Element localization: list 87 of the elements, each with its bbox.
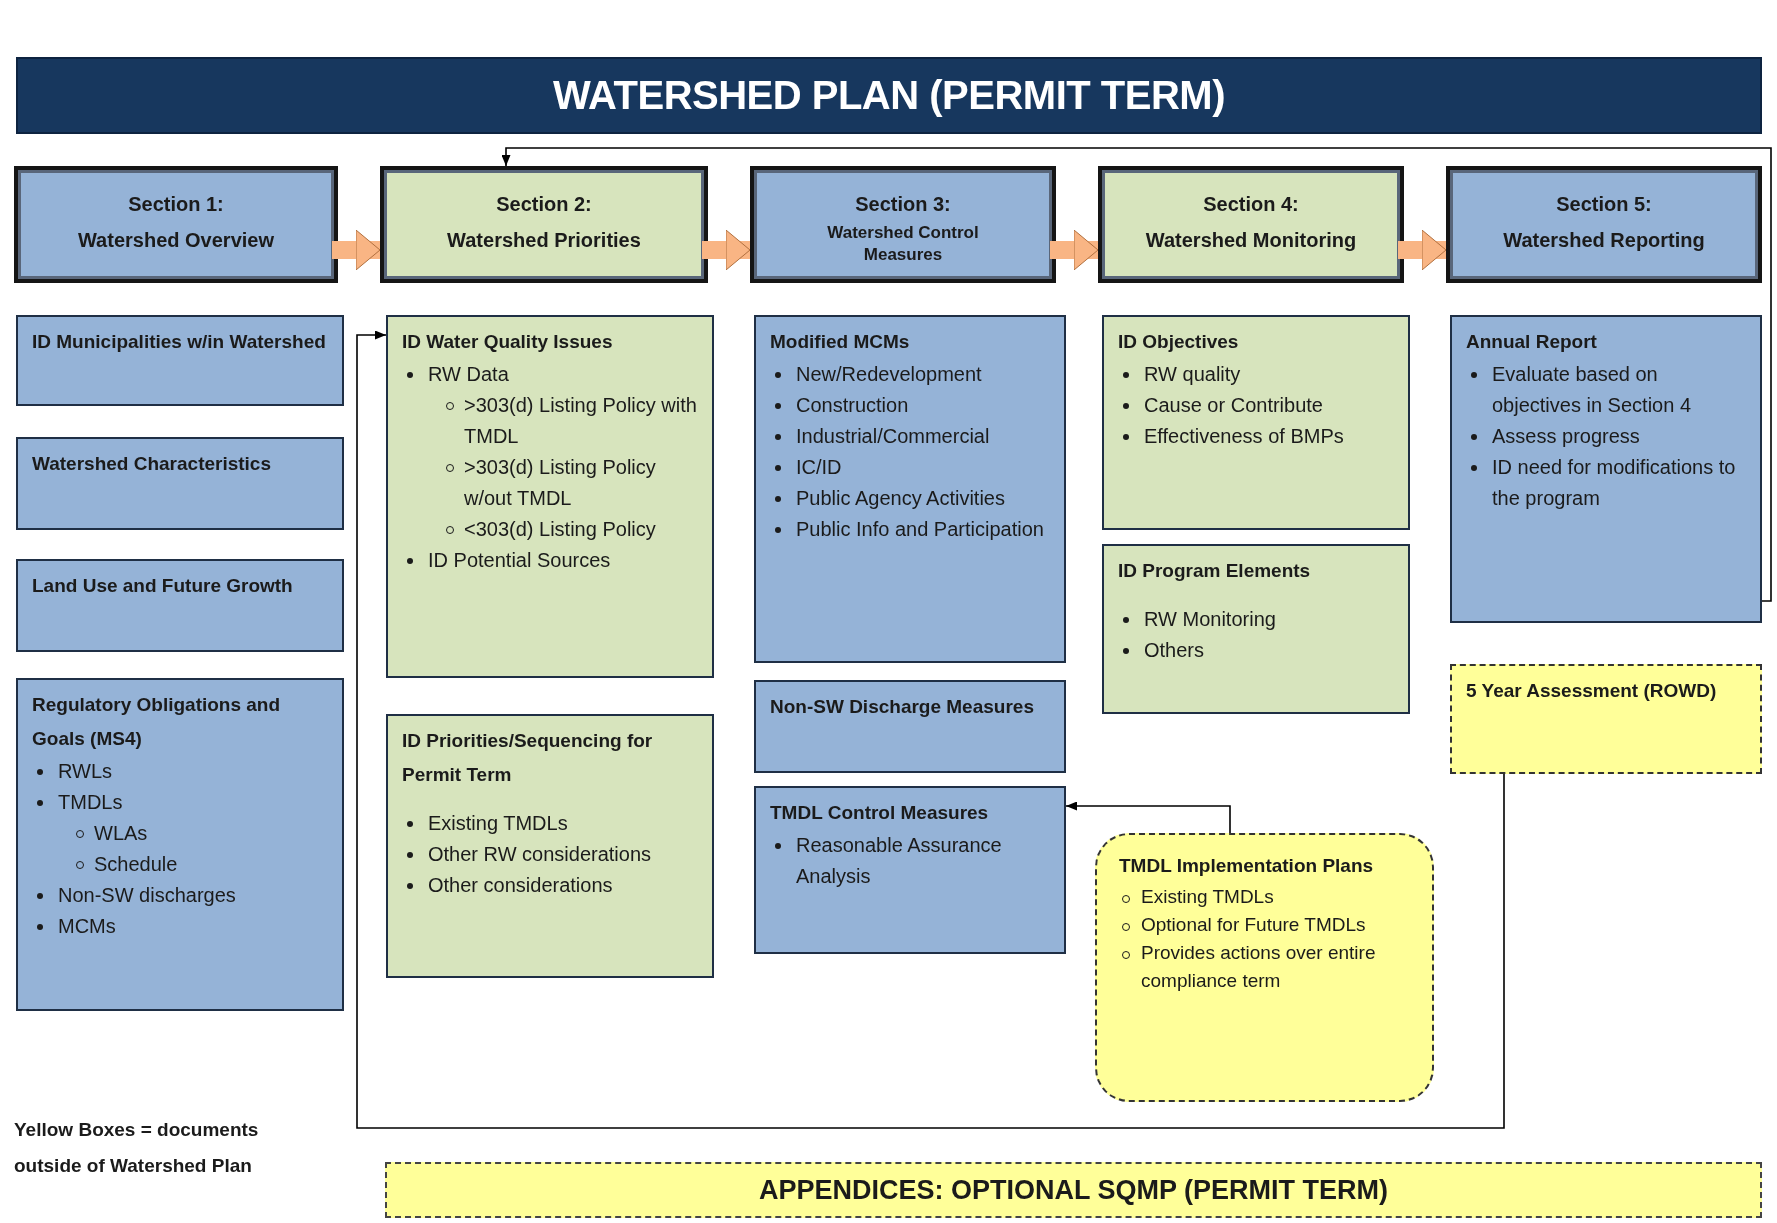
bullet-item: Cause or Contribute [1118, 390, 1394, 421]
box-heading: Land Use and Future Growth [32, 574, 294, 598]
bullet-item: Schedule [32, 849, 328, 880]
section-number: Section 5: [1556, 192, 1652, 217]
box-heading: ID Water Quality Issues [402, 330, 614, 354]
process-box [16, 437, 344, 530]
section-box [1098, 166, 1404, 283]
bullet-item: Effectiveness of BMPs [1118, 421, 1394, 452]
bullet-item: ID need for modifications to the program [1466, 452, 1746, 514]
bullet-item: RW quality [1118, 359, 1394, 390]
bullet-item: RWLs [32, 756, 328, 787]
bullet-item: IC/ID [770, 452, 1050, 483]
box-heading: TMDL Implementation Plans [1119, 854, 1375, 878]
process-box [754, 680, 1066, 773]
bullet-item: ID Potential Sources [402, 545, 698, 576]
block-arrow [1050, 229, 1099, 271]
box-heading: Modified MCMs [770, 330, 911, 354]
box-heading: Regulatory Obligations and Goals (MS4) [32, 693, 282, 751]
section-number: Section 4: [1203, 192, 1299, 217]
connector-arrow [356, 330, 1505, 1129]
section-number: Section 2: [496, 192, 592, 217]
connector-arrow [501, 147, 1772, 602]
bullet-item: Other RW considerations [402, 839, 698, 870]
title-banner [16, 57, 1762, 134]
process-box [754, 786, 1066, 954]
section-box [380, 166, 708, 283]
section-title: Watershed Overview [78, 228, 274, 253]
box-heading: Non-SW Discharge Measures [770, 695, 1035, 719]
box-heading: Watershed Characteristics [32, 452, 272, 476]
section-box [750, 166, 1056, 283]
bullet-item: RW Monitoring [1118, 604, 1394, 635]
process-box [386, 315, 714, 678]
bullet-item: Assess progress [1466, 421, 1746, 452]
bullet-item: Construction [770, 390, 1050, 421]
block-arrow [702, 229, 751, 271]
bullet-item: Provides actions over entire compliance term [1119, 939, 1410, 995]
bullet-item: Public Agency Activities [770, 483, 1050, 514]
box-heading: ID Municipalities w/in Watershed [32, 330, 327, 354]
process-box [386, 714, 714, 978]
bullet-item: New/Redevelopment [770, 359, 1050, 390]
section-number: Section 1: [128, 192, 224, 217]
legend-note: Yellow Boxes = documents outside of Watershed Plan [14, 1118, 260, 1178]
section-title: Watershed Control Measures [826, 222, 980, 266]
bullet-item: Reasonable Assurance Analysis [770, 830, 1050, 892]
bullet-item: Others [1118, 635, 1394, 666]
block-arrow [1398, 229, 1447, 271]
section-title: Watershed Reporting [1503, 228, 1705, 253]
box-heading: Annual Report [1466, 330, 1598, 354]
appendix-banner [385, 1162, 1762, 1218]
process-box [1102, 315, 1410, 530]
bullet-item: Non-SW discharges [32, 880, 328, 911]
process-box [16, 559, 344, 652]
bullet-item: TMDLs [32, 787, 328, 818]
bullet-item: Optional for Future TMDLs [1119, 911, 1410, 939]
section-title: Watershed Priorities [447, 228, 641, 253]
section-box [1446, 166, 1762, 283]
box-heading: TMDL Control Measures [770, 801, 990, 825]
section-title: Watershed Monitoring [1145, 228, 1357, 253]
block-arrow [332, 229, 381, 271]
box-heading: 5 Year Assessment (ROWD) [1466, 679, 1718, 703]
process-box [16, 315, 344, 406]
bullet-item: RW Data [402, 359, 698, 390]
process-box [16, 678, 344, 1011]
bullet-item: Public Info and Participation [770, 514, 1050, 545]
bullet-item: >303(d) Listing Policy w/out TMDL [402, 452, 698, 514]
box-heading: ID Priorities/Sequencing for Permit Term [402, 729, 654, 787]
bullet-item: <303(d) Listing Policy [402, 514, 698, 545]
connector-arrow [1065, 801, 1231, 834]
bullet-item: Existing TMDLs [1119, 883, 1410, 911]
bullet-item: WLAs [32, 818, 328, 849]
bullet-item: MCMs [32, 911, 328, 942]
box-heading: ID Objectives [1118, 330, 1240, 354]
section-number: Section 3: [855, 192, 951, 217]
process-box [1102, 544, 1410, 714]
process-box [754, 315, 1066, 663]
box-heading: ID Program Elements [1118, 559, 1312, 583]
bullet-item: Evaluate based on objectives in Section 4 [1466, 359, 1746, 421]
document-box [1095, 833, 1434, 1102]
section-box [14, 166, 338, 283]
bullet-item: >303(d) Listing Policy with TMDL [402, 390, 698, 452]
bullet-item: Industrial/Commercial [770, 421, 1050, 452]
process-box [1450, 315, 1762, 623]
bullet-item: Existing TMDLs [402, 808, 698, 839]
banner-title: APPENDICES: OPTIONAL SQMP (PERMIT TERM) [758, 1174, 1388, 1206]
bullet-item: Other considerations [402, 870, 698, 901]
document-box [1450, 664, 1762, 774]
banner-title: WATERSHED PLAN (PERMIT TERM) [553, 73, 1225, 118]
